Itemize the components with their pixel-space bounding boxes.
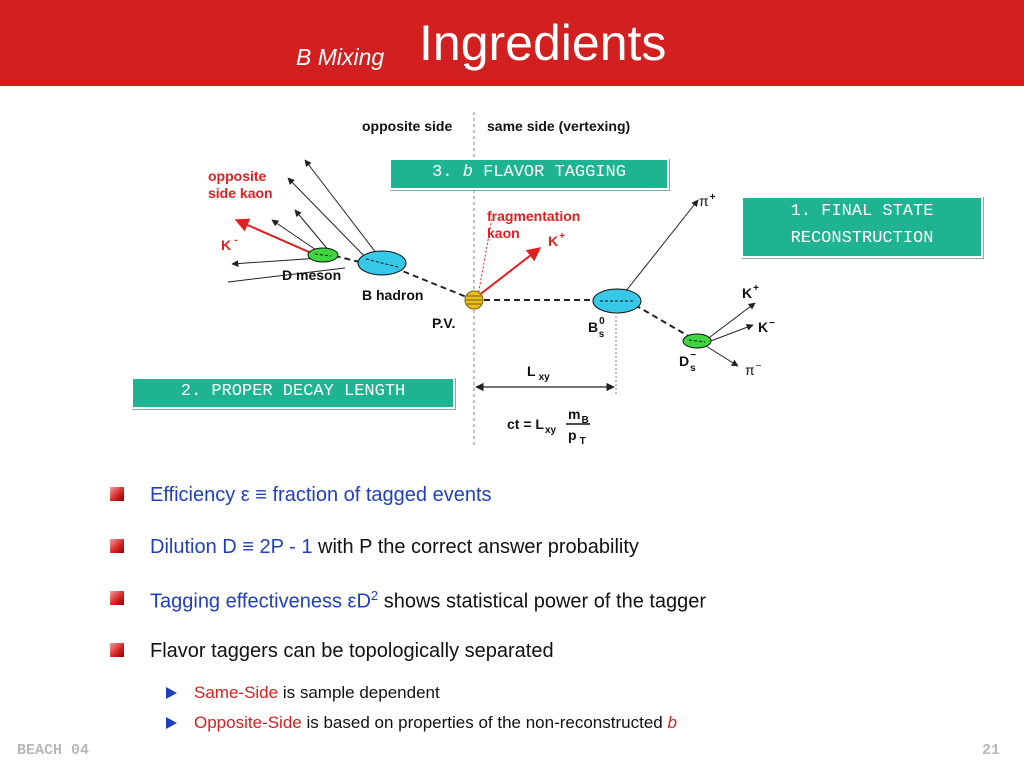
- sub-bullet-highlight: Same-Side: [194, 683, 279, 702]
- opposite-side-kaon-label: opposite: [208, 168, 267, 184]
- bullet-square-icon: [110, 487, 124, 501]
- k-plus-label: K+: [548, 231, 565, 249]
- pi-minus-track: [705, 345, 739, 367]
- box-text: RECONSTRUCTION: [790, 229, 934, 248]
- track: [271, 219, 323, 255]
- slide-subtitle: B Mixing: [296, 44, 385, 70]
- ct-numerator: mB: [568, 406, 589, 426]
- bullet-triangle-icon: [166, 687, 177, 699]
- ds-path: [634, 304, 691, 338]
- d-meson-label: D meson: [282, 267, 341, 283]
- bullet-text-rest: shows statistical power of the tagger: [378, 590, 707, 613]
- box-text: FLAVOR TAGGING: [472, 163, 626, 182]
- ellipse-axis: [365, 258, 399, 268]
- pi-minus-label: π−: [745, 361, 762, 378]
- sub-bullet-rest: is sample dependent: [278, 683, 440, 702]
- ds-ellipse: [682, 333, 712, 349]
- final-state-box: 1. FINAL STATE RECONSTRUCTION: [741, 196, 983, 258]
- box-text: b: [462, 163, 473, 182]
- pi-plus-label: π+: [699, 192, 716, 209]
- fragmentation-kaon-track: [477, 247, 542, 297]
- k-plus-right-label: K+: [742, 283, 759, 301]
- k-plus-track: [705, 302, 756, 341]
- bullet-square-icon: [110, 591, 124, 605]
- ellipse-axis: [688, 339, 706, 343]
- pi-plus-track: [621, 199, 699, 297]
- bullet-square-icon: [110, 539, 124, 553]
- tagging-diagram: opposite side same side (vertexing) oppo…: [208, 112, 775, 447]
- ds-label: D−s: [679, 350, 696, 374]
- pv-label: P.V.: [432, 315, 455, 331]
- bullet-triangle-icon: [166, 717, 177, 729]
- sub-bullet-highlight: Opposite-Side: [194, 713, 302, 732]
- bullet-superscript: 2: [370, 588, 379, 603]
- ct-formula: ct = Lxy: [507, 416, 557, 436]
- bullet-text: Flavor taggers can be topologically sepa…: [150, 640, 554, 662]
- track: [294, 209, 331, 253]
- footer-page-number: 21: [981, 742, 1000, 759]
- sub-bullet-italic: b: [667, 713, 677, 732]
- track: [304, 159, 381, 259]
- track: [287, 177, 371, 263]
- d-meson-path: [334, 255, 361, 263]
- track: [231, 257, 321, 268]
- k-minus-right-label: K−: [758, 318, 775, 335]
- fragmentation-kaon-label: kaon: [487, 225, 520, 241]
- k-minus-label: K-: [221, 235, 237, 253]
- k-minus-track: [707, 323, 754, 343]
- bullet-text: Dilution D ≡ 2P - 1 with P the correct a…: [150, 536, 639, 559]
- fragmentation-kaon-label: fragmentation: [487, 208, 580, 224]
- bullet-text: Efficiency ε ≡ fraction of tagged events: [150, 484, 492, 506]
- track: [227, 267, 346, 283]
- bullet-text-highlight: Tagging effectiveness εD: [150, 590, 371, 613]
- box-text: 1. FINAL STATE: [790, 202, 934, 221]
- track: [477, 217, 493, 297]
- ellipse-axis: [314, 253, 332, 257]
- slide-title: Ingredients: [419, 15, 667, 71]
- bullet-text: Tagging effectiveness εD2 shows statisti…: [150, 588, 706, 614]
- opposite-side-label: opposite side: [362, 118, 452, 134]
- sub-bullet-rest: is based on properties of the non-recons…: [301, 713, 668, 732]
- footer-conference: BEACH 04: [17, 742, 90, 759]
- opposite-kaon-track: [234, 218, 319, 257]
- box-text: 3.: [432, 163, 463, 182]
- bullet-text-rest: with P the correct answer probability: [312, 536, 639, 558]
- flavor-tagging-box: 3. b FLAVOR TAGGING: [389, 158, 669, 190]
- same-side-label: same side (vertexing): [487, 118, 630, 134]
- opposite-side-kaon-label: side kaon: [208, 185, 273, 201]
- d-meson-ellipse: [307, 247, 339, 263]
- proper-decay-length-box: 2. PROPER DECAY LENGTH: [131, 377, 455, 409]
- sub-bullet-text: Opposite-Side is based on properties of …: [194, 713, 677, 733]
- sub-bullet-text: Same-Side is sample dependent: [194, 683, 440, 703]
- box-text: 2. PROPER DECAY LENGTH: [180, 382, 406, 401]
- bullet-text-highlight: Dilution D ≡ 2P - 1: [150, 536, 313, 558]
- b-hadron-label: B hadron: [362, 287, 423, 303]
- title-bar: B Mixing Ingredients: [0, 0, 1024, 86]
- bullet-square-icon: [110, 643, 124, 657]
